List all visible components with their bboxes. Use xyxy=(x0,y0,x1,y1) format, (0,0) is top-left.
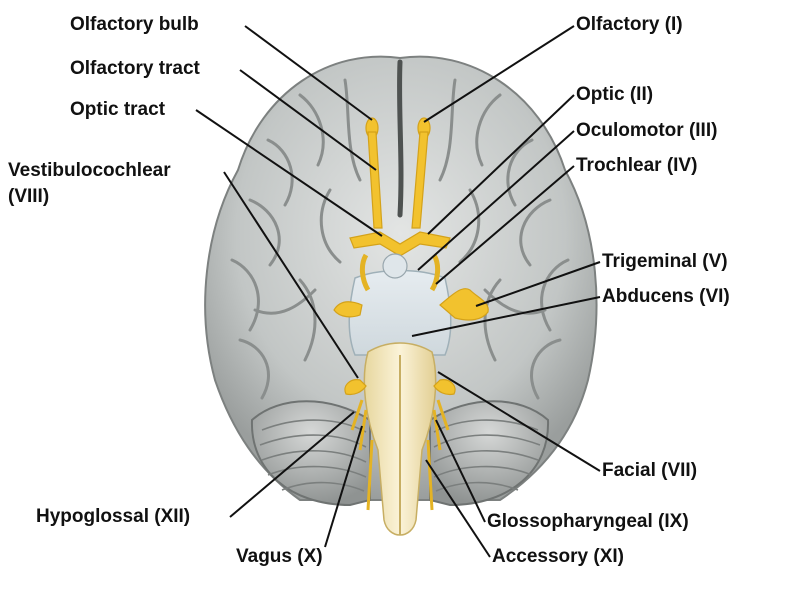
label-accessory: Accessory (XI) xyxy=(492,546,625,567)
nerves xyxy=(333,117,489,511)
label-trochlear: Trochlear (IV) xyxy=(576,155,698,176)
label-trigeminal: Trigeminal (V) xyxy=(602,251,728,272)
label-abducens: Abducens (VI) xyxy=(602,286,730,307)
leader-lines xyxy=(195,25,601,558)
label-optic-tract: Optic tract xyxy=(70,99,166,120)
label-optic: Optic (II) xyxy=(576,84,654,105)
label-hypoglossal: Hypoglossal (XII) xyxy=(36,506,191,527)
label-glossopharyngeal: Glossopharyngeal (IX) xyxy=(487,511,689,532)
label-oculomotor: Oculomotor (III) xyxy=(576,120,718,141)
label-vagus: Vagus (X) xyxy=(236,546,323,567)
label-olfactory-bulb: Olfactory bulb xyxy=(70,14,199,35)
label-olfactory: Olfactory (I) xyxy=(576,14,683,35)
cerebellum xyxy=(250,400,550,507)
label-vestibulocochlear-numeral: (VIII) xyxy=(8,186,50,207)
label-olfactory-tract: Olfactory tract xyxy=(70,58,200,79)
label-vestibulocochlear: Vestibulocochlear xyxy=(8,160,171,181)
label-facial: Facial (VII) xyxy=(602,460,698,481)
